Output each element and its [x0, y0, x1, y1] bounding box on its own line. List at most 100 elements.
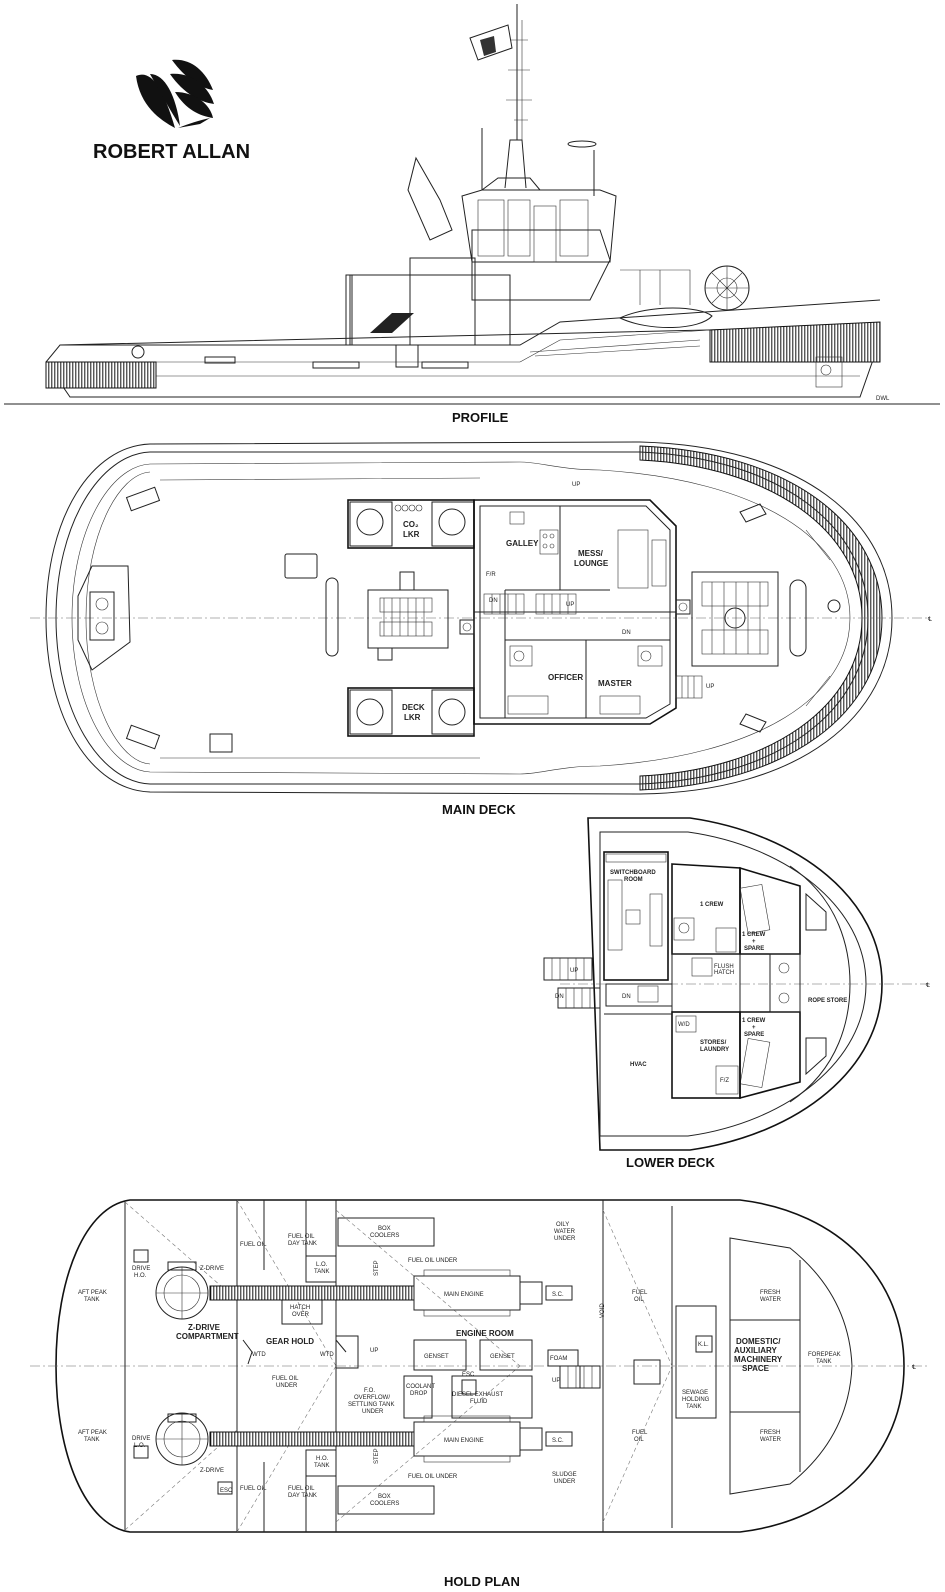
crew-2-label-a: 1 CREW — [742, 932, 766, 938]
hold-plan-cl-icon: ℄ — [911, 1365, 916, 1371]
stbd-shaft — [209, 1431, 415, 1447]
box-coolers-2b: COOLERS — [370, 1501, 399, 1507]
main-deck-title: MAIN DECK — [442, 802, 516, 817]
fo-day-1b: DAY TANK — [288, 1241, 317, 1247]
forepeak-a: FOREPEAK — [808, 1352, 841, 1358]
wd-label: W/D — [678, 1022, 690, 1028]
kl-label: K.L. — [698, 1342, 709, 1348]
hatch-over-a: HATCH — [290, 1305, 310, 1311]
fo-over-a: F.O. — [364, 1388, 375, 1394]
fo-under-a: FUEL OIL — [272, 1376, 299, 1382]
box-coolers-1a: BOX — [378, 1226, 391, 1232]
co2-label: CO₂ — [403, 520, 419, 529]
lower-up-label: UP — [570, 968, 578, 974]
dom-c: MACHINERY — [734, 1355, 783, 1364]
dom-a: DOMESTIC/ — [736, 1337, 781, 1346]
def-b: FLUID — [470, 1399, 488, 1405]
dom-b: AUXILIARY — [734, 1346, 777, 1355]
box-coolers-bottom — [337, 1485, 435, 1515]
ho-tank-a: H.O. — [316, 1456, 329, 1462]
deckhouse-outline — [473, 499, 677, 725]
fz-label: F/Z — [720, 1078, 729, 1084]
profile-aft-fender — [45, 361, 157, 389]
switchboard-label-2: ROOM — [624, 877, 643, 883]
lower-dn-label-1: DN — [555, 994, 564, 1000]
oily-c: UNDER — [554, 1236, 576, 1242]
sludge-b: UNDER — [554, 1479, 576, 1485]
oily-b: WATER — [554, 1229, 576, 1235]
main-engine-stbd-icon — [413, 1415, 573, 1463]
crew-2-label-b: + — [752, 939, 756, 945]
sc-1: S.C. — [552, 1292, 564, 1298]
stores-label-1: STORES/ — [700, 1040, 727, 1046]
up-1: UP — [370, 1348, 378, 1354]
profile-bow-fender — [709, 321, 881, 363]
fo-day-1a: FUEL OIL — [288, 1234, 315, 1240]
profile-view: DWL PROFILE — [4, 4, 940, 425]
main-up-1: UP — [566, 602, 574, 608]
main-up-3: UP — [572, 482, 580, 488]
main-dn-1: DN — [489, 598, 498, 604]
oily-a: OILY — [556, 1222, 569, 1228]
fuel-1a: FUEL — [632, 1290, 648, 1296]
main-up-2: UP — [706, 684, 714, 690]
lo-tank-a: L.O. — [316, 1262, 328, 1268]
fo-over-c: SETTLING TANK — [348, 1402, 394, 1408]
drive-ho-a: DRIVE — [132, 1266, 150, 1272]
lower-dn-label-2: DN — [622, 994, 631, 1000]
rope-store-label: ROPE STORE — [808, 998, 847, 1004]
fresh-2a: FRESH — [760, 1430, 780, 1436]
hold-plan-view — [30, 1199, 930, 1533]
forepeak-b: TANK — [816, 1359, 832, 1365]
fuel-2b: OIL — [634, 1437, 644, 1443]
sewage-a: SEWAGE — [682, 1390, 708, 1396]
box-coolers-1b: COOLERS — [370, 1233, 399, 1239]
officer-label: OFFICER — [548, 673, 583, 682]
crew-3-label-a: 1 CREW — [742, 1018, 766, 1024]
fresh-1b: WATER — [760, 1297, 782, 1303]
box-coolers-top — [337, 1217, 435, 1247]
z-drive-stbd-icon — [155, 1412, 209, 1466]
def-a: DIESEL EXHAUST — [452, 1392, 503, 1398]
crew-3-label-c: SPARE — [744, 1032, 764, 1038]
port-shaft — [209, 1285, 415, 1301]
fo-under-b: UNDER — [276, 1383, 298, 1389]
flush-hatch-label-1: FLUSH — [714, 964, 734, 970]
deck-lkr-label: LKR — [404, 713, 421, 722]
aft-peak-2b: TANK — [84, 1437, 100, 1443]
hatch-over-b: OVER — [292, 1312, 310, 1318]
zdrive-2: Z-DRIVE — [200, 1468, 224, 1474]
fo-under-bot: FUEL OIL UNDER — [408, 1474, 458, 1480]
company-logo: ROBERT ALLAN — [93, 59, 250, 163]
fo-over-d: UNDER — [362, 1409, 384, 1415]
hold-plan-labels: AFT PEAK TANK AFT PEAK TANK DRIVE H.O. D… — [78, 1222, 841, 1507]
lower-deck-view: SWITCHBOARD ROOM 1 CREW 1 CREW + SPARE F… — [543, 817, 930, 1170]
crew-3-label-b: + — [752, 1025, 756, 1031]
wtd-1: WTD — [252, 1352, 266, 1358]
hold-plan-title: HOLD PLAN — [444, 1574, 520, 1589]
forward-winch-icon — [691, 571, 779, 667]
foam-label: FOAM — [550, 1356, 567, 1362]
flag-icon — [469, 24, 513, 61]
main-dn-2: DN — [622, 630, 631, 636]
drive-lo-b: L.O. — [134, 1443, 146, 1449]
zdrive-comp-2: COMPARTMENT — [176, 1332, 239, 1341]
deck-label: DECK — [402, 703, 425, 712]
dom-d: SPACE — [742, 1364, 770, 1373]
hvac-label: HVAC — [630, 1062, 647, 1068]
coolant-b: DROP — [410, 1391, 427, 1397]
deck-locker — [347, 687, 475, 737]
crew-cabin-2 — [739, 866, 801, 955]
main-engine-2: MAIN ENGINE — [444, 1438, 484, 1444]
stores-label-2: LAUNDRY — [700, 1047, 729, 1053]
lo-tank-b: TANK — [314, 1269, 330, 1275]
zdrive-1: Z-DRIVE — [200, 1266, 224, 1272]
esc-2: ESC — [220, 1488, 233, 1494]
sludge-a: SLUDGE — [552, 1472, 577, 1478]
lower-deck-title: LOWER DECK — [626, 1155, 715, 1170]
sewage-c: TANK — [686, 1404, 702, 1410]
main-engine-1: MAIN ENGINE — [444, 1292, 484, 1298]
genset-1: GENSET — [424, 1354, 449, 1360]
fo-day-2b: DAY TANK — [288, 1493, 317, 1499]
